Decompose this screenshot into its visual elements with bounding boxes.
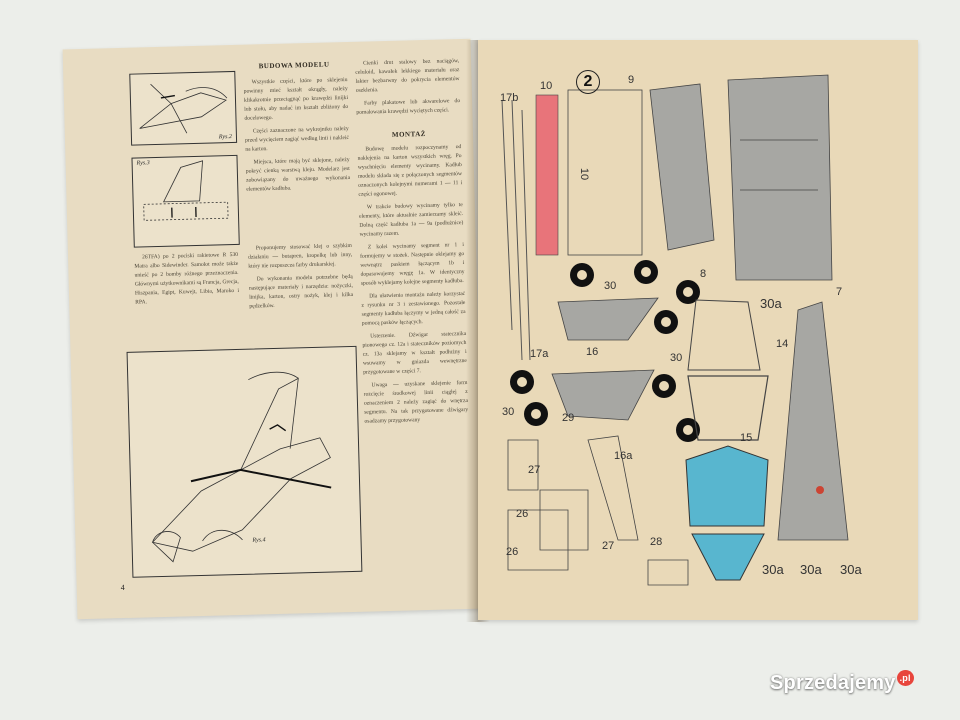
heading-assembly: MONTAŻ <box>391 129 427 139</box>
figure-rys2-caption: Rys.2 <box>218 134 233 141</box>
part-label: 10 <box>578 167 591 181</box>
part-label: 30 <box>604 280 617 292</box>
part-14-gray <box>777 301 849 541</box>
paragraph: Z kolei wycinamy segment nr 1 i formujem… <box>360 242 465 287</box>
part-label: 27 <box>602 540 615 552</box>
paragraph: W trakcie budowy wycinamy tylko te eleme… <box>359 202 464 238</box>
paragraph: Farby plakatowe lub akwarelowe do pomalo… <box>356 98 461 116</box>
part-label: 17a <box>530 348 549 360</box>
heading-building: BUDOWA MODELU <box>258 60 330 71</box>
left-page: Rys.2 Rys.3 BUDOWA MODELU Wszystkie częś… <box>62 38 486 620</box>
text-building-col1b: Proponujemy stosować klej o szybkim dzia… <box>248 242 355 345</box>
part-label: 10 <box>540 80 553 92</box>
part-16-upper <box>557 297 659 341</box>
figure-rys3-drawing <box>143 160 229 221</box>
part-label: 30a <box>762 562 784 577</box>
part-label: 26 <box>516 508 529 520</box>
paragraph: Do wykonania modelu potrzebne będą nastę… <box>248 273 354 310</box>
watermark-text: Sprzedajemy <box>770 672 896 694</box>
part-16-lower <box>551 369 655 421</box>
part-label: 14 <box>776 338 789 350</box>
watermark-suffix: .pl <box>896 670 914 686</box>
part-label: 26 <box>506 546 519 558</box>
cutout-parts-drawing <box>501 74 849 586</box>
site-watermark: Sprzedajemy.pl <box>770 670 914 695</box>
part-15-blue-lower <box>691 533 765 581</box>
paragraph: Miejsca, które mają być sklejone, należy… <box>245 156 351 193</box>
figure-rys4-drawing <box>151 371 332 563</box>
paragraph: Uwaga — uzyskane sklejenie form rozcięci… <box>363 379 469 425</box>
part-label: 16 <box>586 346 599 358</box>
text-mid: 26TFA) po 2 pociski rakietowe R 530 Matr… <box>134 251 240 344</box>
part-label: 15 <box>740 432 753 444</box>
paragraph: Części zaznaczone na wykrojniku należy p… <box>244 125 350 153</box>
paragraph: Usterzenie. Dźwigar statecznika pionoweg… <box>362 330 467 376</box>
text-assembly-col2: Budowę modelu rozpoczynamy od naklejenia… <box>357 143 472 586</box>
part-label: 30a <box>760 296 782 311</box>
part-15-blue-upper <box>685 445 769 527</box>
part-gray-curved <box>649 83 715 251</box>
paragraph: Cienki drut stalowy bez naciągów, celulo… <box>355 58 460 94</box>
part-label: 30 <box>670 352 683 364</box>
paragraph: Proponujemy stosować klej o szybkim dzia… <box>248 242 353 270</box>
paragraph: Wszystkie części, które po sklejeniu pow… <box>243 76 349 122</box>
text-building-col1: Wszystkie części, które po sklejeniu pow… <box>243 76 351 239</box>
page-number: 4 <box>120 582 125 593</box>
figure-rys3-caption: Rys.3 <box>136 160 150 167</box>
part-label: 30 <box>502 406 515 418</box>
part-7-gray <box>727 74 833 281</box>
sheet-number: 2 <box>576 70 600 94</box>
part-label: 9 <box>628 74 635 86</box>
part-label: 29 <box>562 412 575 424</box>
part-label: 28 <box>650 536 663 548</box>
figure-rys4-caption: Rys.4 <box>252 537 266 544</box>
paragraph: 26TFA) po 2 pociski rakietowe R 530 Matr… <box>134 251 240 306</box>
figure-rys2-drawing <box>139 83 228 134</box>
text-building-col2: Cienki drut stalowy bez naciągów, celulo… <box>355 57 461 124</box>
figure-rys3: Rys.3 <box>131 154 240 248</box>
part-label: 7 <box>836 286 843 298</box>
paragraph: Budowę modelu rozpoczynamy od naklejenia… <box>357 144 463 198</box>
figure-rys4: Rys.4 <box>126 345 363 578</box>
part-label: 17b <box>500 92 519 104</box>
part-label: 27 <box>528 464 541 476</box>
part-label: 8 <box>700 268 707 280</box>
right-page-cutout-sheet: 2 17b 10 9 10 8 7 30 30 16 17a 30a 14 30… <box>478 40 918 620</box>
part-10-red <box>535 94 559 256</box>
figure-rys2: Rys.2 <box>129 70 238 146</box>
part-label: 30a <box>840 562 862 577</box>
paragraph: Dla ułatwienia montażu należy korzystać … <box>361 290 466 327</box>
part-label: 16a <box>614 450 633 462</box>
part-label: 30a <box>800 562 822 577</box>
